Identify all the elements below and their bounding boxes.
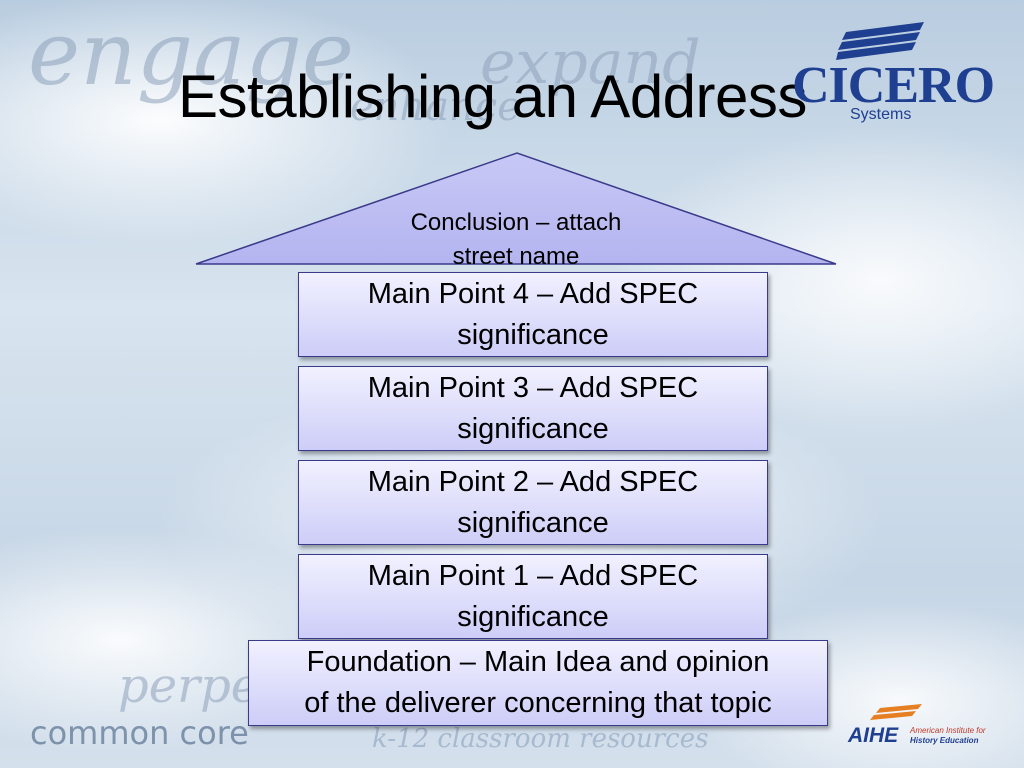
aihe-logo-text: AIHE xyxy=(848,724,899,747)
main-point-4-box: Main Point 4 – Add SPEC significance xyxy=(298,272,768,357)
main-point-2-line-2: significance xyxy=(457,507,609,539)
main-point-1-line-1: Main Point 1 – Add SPEC xyxy=(367,560,699,592)
foundation-box: Foundation – Main Idea and opinion of th… xyxy=(248,640,828,726)
aihe-logo: AIHE American Institute for History Educ… xyxy=(848,704,1008,750)
main-point-2-line-1: Main Point 2 – Add SPEC xyxy=(367,466,699,498)
roof-line-1: Conclusion – attach xyxy=(410,209,622,236)
watermark-enhance: enhance xyxy=(350,84,521,130)
watermark-engage: engage xyxy=(28,2,354,105)
foundation-line-1: Foundation – Main Idea and opinion xyxy=(306,646,770,678)
slide-title: Establishing an Address xyxy=(178,63,807,130)
foundation-line-2: of the deliverer concerning that topic xyxy=(304,687,772,719)
roof-line-2: street name xyxy=(452,243,580,270)
main-point-3-box: Main Point 3 – Add SPEC significance xyxy=(298,366,768,451)
cicero-logo-subtext: Systems xyxy=(850,106,912,123)
cicero-stripes-icon xyxy=(836,22,924,60)
watermark-common-core: common core xyxy=(30,714,249,752)
main-point-1-box: Main Point 1 – Add SPEC significance xyxy=(298,554,768,639)
aihe-stripes-icon xyxy=(870,704,922,720)
main-point-1-line-2: significance xyxy=(457,601,609,633)
roof-conclusion-text: Conclusion – attach street name xyxy=(376,206,656,274)
main-point-3-line-2: significance xyxy=(457,413,609,445)
watermark-perspective: perpe xyxy=(118,658,260,714)
aihe-subtext-line-1: American Institute for xyxy=(910,726,986,735)
main-point-4-line-2: significance xyxy=(457,319,609,351)
watermark-k12: k-12 classroom resources xyxy=(372,724,709,754)
aihe-logo-subtext: American Institute for History Education xyxy=(910,726,1010,746)
main-point-4-line-1: Main Point 4 – Add SPEC xyxy=(367,278,699,310)
main-point-2-box: Main Point 2 – Add SPEC significance xyxy=(298,460,768,545)
main-point-3-line-1: Main Point 3 – Add SPEC xyxy=(367,372,699,404)
aihe-subtext-line-2: History Education xyxy=(910,736,979,745)
cicero-logo: CICERO Systems xyxy=(792,22,995,132)
watermark-expand: expand xyxy=(480,28,701,98)
cicero-logo-text: CICERO xyxy=(792,57,995,114)
roof-triangle xyxy=(195,152,837,265)
